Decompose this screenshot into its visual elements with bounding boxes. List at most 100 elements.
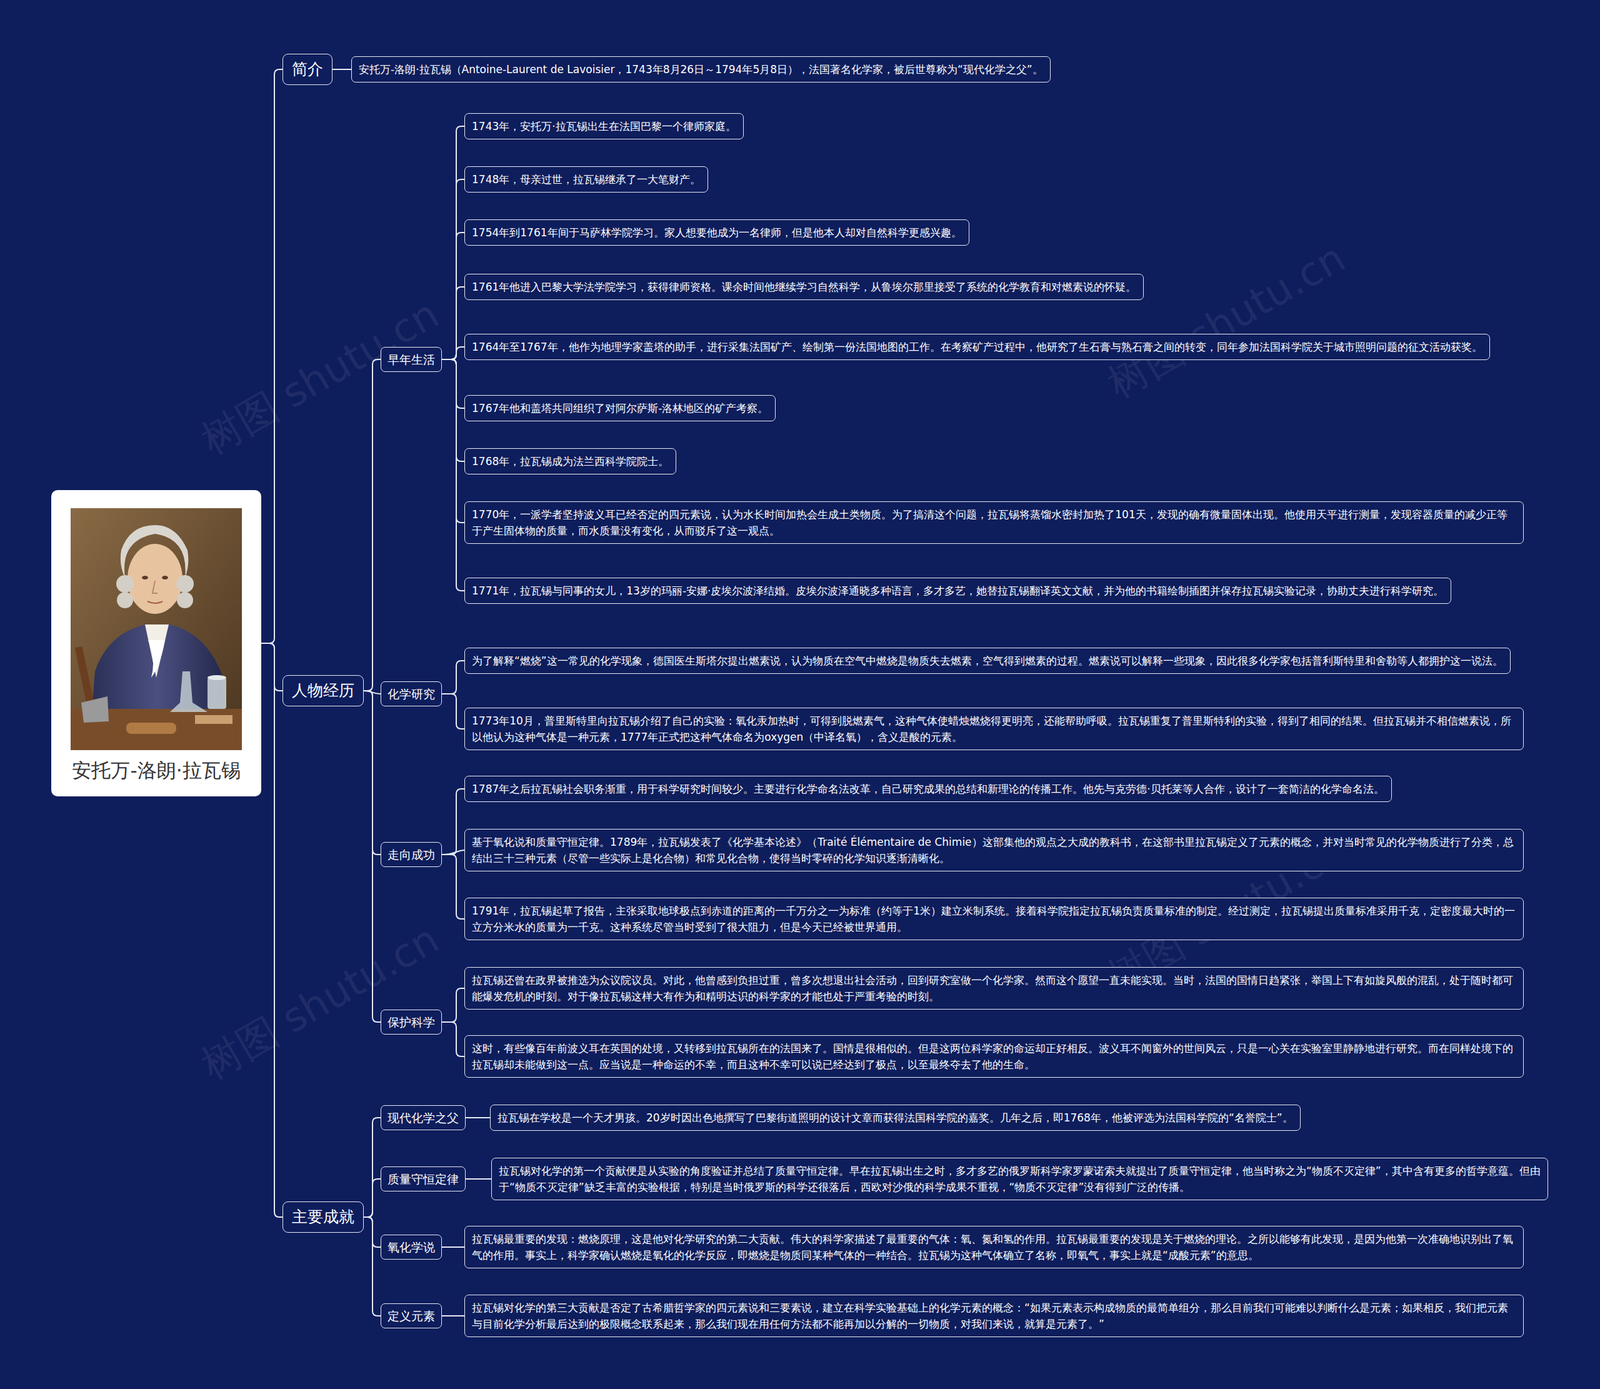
detail-box: 为了解释“燃烧”这一常见的化学现象，德国医生斯塔尔提出燃素说，认为物质在空气中燃… (464, 647, 1511, 674)
topic-text: 为了解释“燃烧”这一常见的化学现象，德国医生斯塔尔提出燃素说，认为物质在空气中燃… (471, 652, 1504, 669)
topic-text: 人物经历 (291, 680, 355, 701)
topic-text: 化学研究 (387, 685, 435, 702)
subtopic-box: 走向成功 (380, 841, 442, 867)
topic-text: 早年生活 (387, 351, 435, 368)
branch-connector (261, 643, 283, 691)
detail-box: 1787年之后拉瓦锡社会职务渐重，用于科学研究时间较少。主要进行化学命名法改革，… (464, 775, 1392, 802)
portrait-illustration (51, 490, 262, 797)
topic-text: 1787年之后拉瓦锡社会职务渐重，用于科学研究时间较少。主要进行化学命名法改革，… (471, 780, 1385, 797)
detail-box: 拉瓦锡在学校是一个天才男孩。20岁时因出色地撰写了巴黎街道照明的设计文章而获得法… (490, 1104, 1301, 1131)
topic-text: 1791年，拉瓦锡起草了报告，主张采取地球极点到赤道的距离的一千万分之一为标准（… (471, 902, 1517, 935)
branch-connector (441, 179, 465, 360)
branch-connector (441, 1315, 465, 1317)
detail-box: 1770年，一派学者坚持波义耳已经否定的四元素说，认为水长时间加热会生成土类物质… (464, 501, 1524, 544)
branch-connector (441, 988, 465, 1022)
topic-text: 1768年，拉瓦锡成为法兰西科学院院士。 (471, 453, 669, 470)
topic-text: 1743年，安托万·拉瓦锡出生在法国巴黎一个律师家庭。 (471, 118, 737, 135)
subtopic-box: 定义元素 (380, 1303, 442, 1329)
branch-topic: 主要成就 (282, 1201, 364, 1233)
watermark: 树图 shutu.cn (191, 287, 449, 468)
branch-connector (363, 1178, 381, 1217)
branch-connector (441, 359, 465, 523)
branch-connector (363, 1216, 381, 1316)
branch-connector (332, 68, 352, 70)
branch-topic: 简介 (282, 53, 333, 85)
topic-text: 定义元素 (387, 1307, 435, 1324)
topic-text: 这时，有些像百年前波义耳在英国的处境，又转移到拉瓦锡所在的法国来了。国情是很相似… (471, 1040, 1517, 1073)
topic-text: 简介 (291, 59, 324, 80)
central-topic: 安托万-洛朗·拉瓦锡 (51, 490, 262, 797)
subtopic-box: 现代化学之父 (380, 1105, 466, 1130)
branch-connector (363, 690, 381, 1022)
branch-connector (441, 693, 465, 729)
branch-connector (441, 359, 465, 462)
watermark: 树图 shutu.cn (1098, 231, 1355, 412)
detail-box: 拉瓦锡对化学的第三大贡献是否定了古希腊哲学家的四元素说和三要素说，建立在科学实验… (464, 1294, 1524, 1337)
branch-topic: 人物经历 (282, 675, 364, 707)
detail-box: 1773年10月，普里斯特里向拉瓦锡介绍了自己的实验：氧化汞加热时，可得到脱燃素… (464, 707, 1524, 750)
branch-connector (441, 1021, 465, 1057)
detail-box: 基于氧化说和质量守恒定律。1789年，拉瓦锡发表了《化学基本论述》（Traité… (464, 828, 1524, 872)
topic-text: 1770年，一派学者坚持波义耳已经否定的四元素说，认为水长时间加热会生成土类物质… (471, 506, 1517, 539)
detail-box: 拉瓦锡最重要的发现：燃烧原理，这是他对化学研究的第二大贡献。伟大的科学家描述了最… (464, 1225, 1524, 1269)
subtopic-box: 氧化学说 (380, 1234, 442, 1260)
subtopic-box: 化学研究 (380, 681, 442, 707)
subtopic-box: 早年生活 (380, 346, 442, 372)
branch-connector (441, 286, 465, 360)
topic-text: 现代化学之父 (387, 1109, 459, 1126)
branch-connector (441, 346, 465, 360)
branch-connector (363, 1117, 381, 1217)
topic-text: 拉瓦锡还曾在政界被推选为众议院议员。对此，他曾感到负担过重，曾多次想退出社会活动… (471, 971, 1517, 1005)
topic-text: 1754年到1761年间于马萨林学院学习。家人想要他成为一名律师，但是他本人却对… (471, 224, 962, 241)
detail-box: 拉瓦锡对化学的第一个贡献便是从实验的角度验证并总结了质量守恒定律。早在拉瓦锡出生… (491, 1157, 1549, 1200)
branch-connector (261, 643, 283, 1217)
detail-box: 1743年，安托万·拉瓦锡出生在法国巴黎一个律师家庭。 (464, 113, 744, 140)
detail-box: 1791年，拉瓦锡起草了报告，主张采取地球极点到赤道的距离的一千万分之一为标准（… (464, 897, 1524, 940)
detail-box: 1764年至1767年，他作为地理学家盖塔的助手，进行采集法国矿产、绘制第一份法… (464, 333, 1490, 360)
topic-text: 1767年他和盖塔共同组织了对阿尔萨斯-洛林地区的矿产考察。 (471, 400, 769, 417)
topic-text: 1748年，母亲过世，拉瓦锡继承了一大笔财产。 (471, 171, 701, 188)
branch-connector (441, 359, 465, 591)
topic-text: 质量守恒定律 (387, 1170, 459, 1187)
branch-connector (261, 69, 283, 644)
branch-connector (465, 1116, 490, 1119)
detail-box: 1754年到1761年间于马萨林学院学习。家人想要他成为一名律师，但是他本人却对… (464, 219, 970, 246)
branch-connector (441, 788, 465, 855)
topic-text: 拉瓦锡对化学的第一个贡献便是从实验的角度验证并总结了质量守恒定律。早在拉瓦锡出生… (498, 1162, 1541, 1195)
detail-box: 1771年，拉瓦锡与同事的女儿，13岁的玛丽-安娜·皮埃尔波泽结婚。皮埃尔波泽通… (464, 577, 1452, 604)
branch-connector (465, 1178, 492, 1180)
topic-text: 走向成功 (387, 846, 435, 863)
topic-text: 1761年他进入巴黎大学法学院学习，获得律师资格。课余时间他继续学习自然科学，从… (471, 278, 1137, 295)
detail-box: 拉瓦锡还曾在政界被推选为众议院议员。对此，他曾感到负担过重，曾多次想退出社会活动… (464, 966, 1524, 1010)
subtopic-box: 质量守恒定律 (380, 1166, 466, 1192)
branch-connector (441, 660, 465, 694)
branch-connector (441, 1246, 465, 1248)
topic-text: 氧化学说 (387, 1238, 435, 1255)
detail-box: 1748年，母亲过世，拉瓦锡继承了一大笔财产。 (464, 166, 709, 193)
subtopic-box: 保护科学 (380, 1009, 442, 1035)
central-title: 安托万-洛朗·拉瓦锡 (51, 757, 262, 783)
detail-box: 这时，有些像百年前波义耳在英国的处境，又转移到拉瓦锡所在的法国来了。国情是很相似… (464, 1035, 1524, 1078)
topic-text: 1771年，拉瓦锡与同事的女儿，13岁的玛丽-安娜·皮埃尔波泽结婚。皮埃尔波泽通… (471, 582, 1444, 599)
branch-connector (441, 232, 465, 360)
topic-text: 基于氧化说和质量守恒定律。1789年，拉瓦锡发表了《化学基本论述》（Traité… (471, 833, 1517, 867)
topic-text: 拉瓦锡在学校是一个天才男孩。20岁时因出色地撰写了巴黎街道照明的设计文章而获得法… (497, 1109, 1294, 1126)
topic-text: 安托万-洛朗·拉瓦锡（Antoine-Laurent de Lavoisier，… (358, 61, 1044, 78)
branch-connector (441, 854, 465, 919)
branch-connector (441, 850, 465, 855)
branch-connector (441, 126, 465, 360)
detail-box: 1761年他进入巴黎大学法学院学习，获得律师资格。课余时间他继续学习自然科学，从… (464, 273, 1144, 300)
topic-text: 拉瓦锡对化学的第三大贡献是否定了古希腊哲学家的四元素说和三要素说，建立在科学实验… (471, 1299, 1517, 1332)
topic-text: 拉瓦锡最重要的发现：燃烧原理，这是他对化学研究的第二大贡献。伟大的科学家描述了最… (471, 1230, 1517, 1264)
branch-connector (363, 359, 381, 691)
detail-box: 1768年，拉瓦锡成为法兰西科学院院士。 (464, 448, 677, 475)
topic-text: 主要成就 (291, 1206, 355, 1227)
watermark: 树图 shutu.cn (191, 912, 449, 1093)
topic-text: 1773年10月，普里斯特里向拉瓦锡介绍了自己的实验：氧化汞加热时，可得到脱燃素… (471, 712, 1517, 745)
topic-text: 1764年至1767年，他作为地理学家盖塔的助手，进行采集法国矿产、绘制第一份法… (471, 338, 1483, 355)
detail-box: 安托万-洛朗·拉瓦锡（Antoine-Laurent de Lavoisier，… (351, 56, 1051, 83)
detail-box: 1767年他和盖塔共同组织了对阿尔萨斯-洛林地区的矿产考察。 (464, 395, 776, 422)
topic-text: 保护科学 (387, 1013, 435, 1030)
branch-connector (441, 359, 465, 409)
